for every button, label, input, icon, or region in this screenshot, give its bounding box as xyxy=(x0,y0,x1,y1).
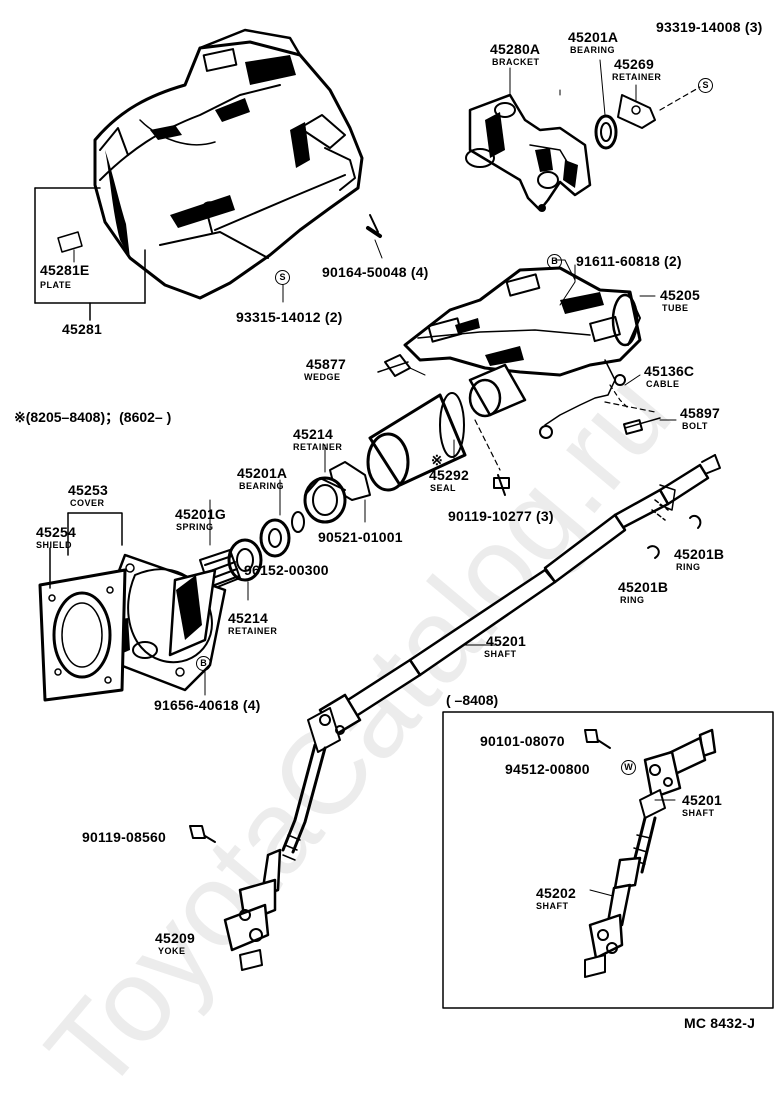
cover-shield-drawing xyxy=(38,439,455,702)
symbol-w: W xyxy=(621,760,636,775)
bearing-group-drawing xyxy=(199,461,371,591)
part-number-96152-00300: 96152-00300 xyxy=(244,562,329,578)
part-name-tube: TUBE xyxy=(662,303,689,313)
part-number-90521-01001: 90521-01001 xyxy=(318,529,403,545)
part-name-yoke: YOKE xyxy=(158,946,186,956)
part-number-45201a: 45201A xyxy=(568,29,619,45)
symbol-b: B xyxy=(547,254,562,269)
part-number-93315-14012: 93315-14012 (2) xyxy=(236,309,343,325)
part-name-wedge: WEDGE xyxy=(304,372,341,382)
part-number-90119-10277: 90119-10277 (3) xyxy=(448,508,554,524)
part-number-45201: 45201 xyxy=(486,633,526,649)
part-number-91656-40618: 91656-40618 (4) xyxy=(154,697,261,713)
part-number-45269: 45269 xyxy=(614,56,654,72)
part-name-cover: COVER xyxy=(70,498,105,508)
part-number-90101-08070: 90101-08070 xyxy=(480,733,565,749)
tube-drawing xyxy=(377,264,661,496)
part-name-shaft: SHAFT xyxy=(536,901,569,911)
part-name-spring: SPRING xyxy=(176,522,214,532)
part-name-shield: SHIELD xyxy=(36,540,73,550)
part-number-45280a: 45280A xyxy=(490,41,541,57)
inset-title: ( –8408) xyxy=(446,692,499,708)
part-name-plate: PLATE xyxy=(40,280,72,290)
part-number-94512-00800: 94512-00800 xyxy=(505,761,590,777)
part-number-45205: 45205 xyxy=(660,287,700,303)
part-number-45281: 45281 xyxy=(62,321,102,337)
part-number-93319-14008: 93319-14008 (3) xyxy=(656,19,763,35)
part-number-45201g: 45201G xyxy=(175,506,227,522)
part-name-ring: RING xyxy=(620,595,645,605)
diagram-code: MC 8432-J xyxy=(684,1015,756,1031)
symbol-b: B xyxy=(196,656,211,671)
part-number-45897: 45897 xyxy=(680,405,720,421)
part-number-45214: 45214 xyxy=(293,426,333,442)
part-number-90164-50048: 90164-50048 (4) xyxy=(322,264,429,280)
part-number-45254: 45254 xyxy=(36,524,76,540)
part-number-45201a: 45201A xyxy=(237,465,288,481)
part-name-retainer: RETAINER xyxy=(228,626,278,636)
main-shaft-drawing xyxy=(189,454,721,971)
part-number-45201b: 45201B xyxy=(674,546,725,562)
part-name-bearing: BEARING xyxy=(570,45,616,55)
part-name-bearing: BEARING xyxy=(239,481,285,491)
part-name-retainer: RETAINER xyxy=(293,442,343,452)
part-number-45292: 45292 xyxy=(429,467,469,483)
part-name-shaft: SHAFT xyxy=(484,649,517,659)
part-name-bolt: BOLT xyxy=(682,421,708,431)
part-number-45877: 45877 xyxy=(306,356,346,372)
inset-drawing xyxy=(442,711,774,1009)
symbol-s: S xyxy=(275,270,290,285)
part-number-45214: 45214 xyxy=(228,610,268,626)
part-name-seal: SEAL xyxy=(430,483,457,493)
part-number-45209: 45209 xyxy=(155,930,195,946)
part-number-91611-60818: 91611-60818 (2) xyxy=(576,253,682,269)
part-number-90119-08560: 90119-08560 xyxy=(82,829,166,845)
part-number-45136c: 45136C xyxy=(644,363,695,379)
part-number-45201b: 45201B xyxy=(618,579,669,595)
part-number-45202: 45202 xyxy=(536,885,576,901)
bracket-drawing xyxy=(465,86,701,212)
part-name-retainer: RETAINER xyxy=(612,72,662,82)
seal-drawing xyxy=(366,392,467,492)
symbol-asterisk: ※ xyxy=(431,452,443,468)
part-name-shaft: SHAFT xyxy=(682,808,715,818)
variant-note: ※(8205–8408)；(8602– ) xyxy=(14,409,172,425)
part-number-45281e: 45281E xyxy=(40,262,90,278)
part-number-45201: 45201 xyxy=(682,792,722,808)
column-cover-drawing xyxy=(34,28,383,321)
symbol-s: S xyxy=(698,78,713,93)
part-number-45253: 45253 xyxy=(68,482,108,498)
part-name-bracket: BRACKET xyxy=(492,57,540,67)
part-name-ring: RING xyxy=(676,562,701,572)
part-name-cable: CABLE xyxy=(646,379,680,389)
